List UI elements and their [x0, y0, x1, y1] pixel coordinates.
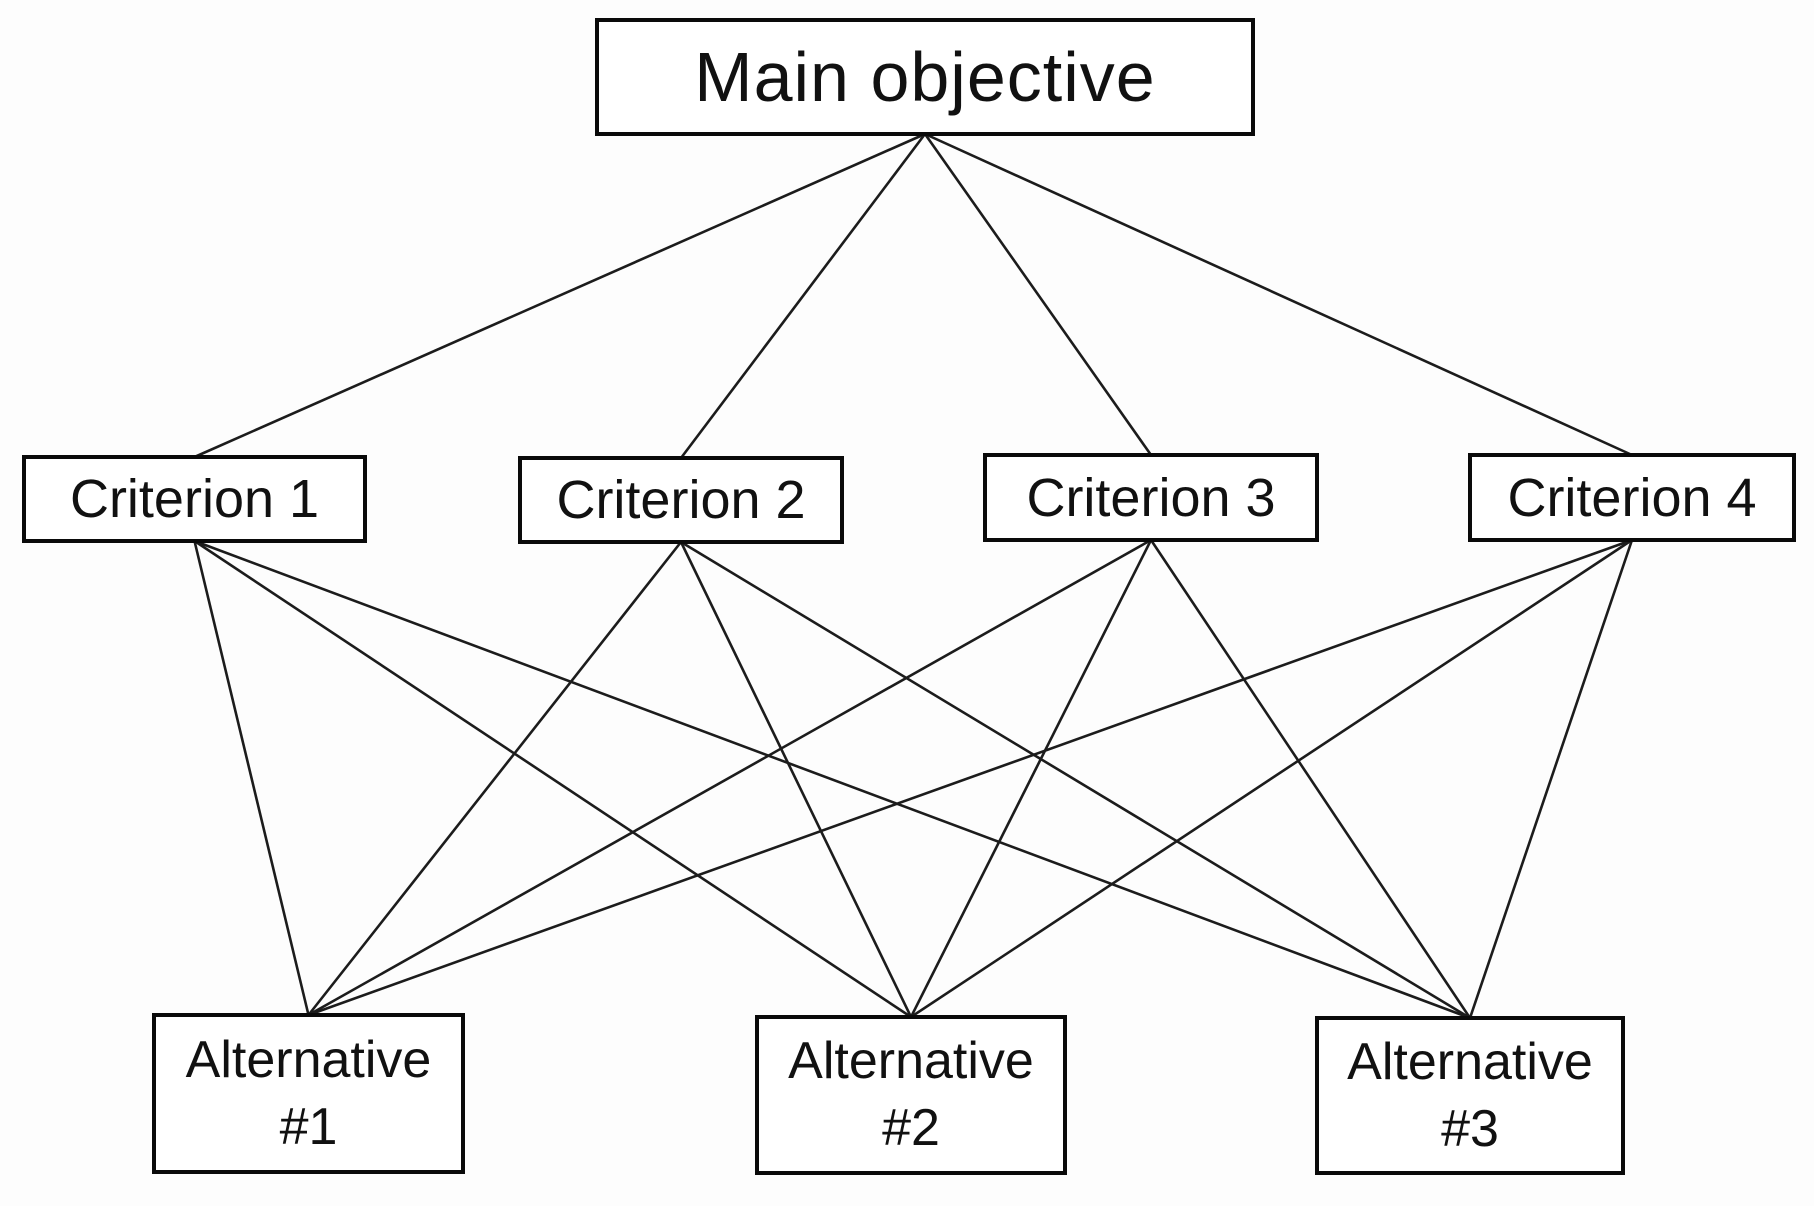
node-label: Alternative	[185, 1030, 432, 1089]
node-alternative-2: Alternative #2	[755, 1015, 1067, 1175]
node-label: Criterion 3	[1026, 467, 1276, 528]
node-criterion-3: Criterion 3	[983, 453, 1319, 542]
node-sublabel: #2	[882, 1099, 940, 1157]
node-criterion-2: Criterion 2	[518, 456, 844, 544]
node-criterion-1: Criterion 1	[22, 455, 367, 543]
node-sublabel: #3	[1441, 1099, 1499, 1158]
node-alternative-3: Alternative #3	[1315, 1016, 1625, 1175]
node-label: Main objective	[694, 38, 1156, 116]
node-label: Criterion 2	[556, 470, 806, 530]
node-alternative-1: Alternative #1	[152, 1013, 465, 1174]
node-label: Criterion 1	[69, 469, 320, 529]
node-label: Alternative	[1347, 1032, 1593, 1091]
node-label: Alternative	[788, 1032, 1034, 1091]
node-label: Criterion 4	[1507, 467, 1757, 528]
node-main-objective: Main objective	[595, 18, 1255, 136]
node-criterion-4: Criterion 4	[1468, 453, 1796, 542]
node-sublabel: #1	[279, 1097, 338, 1156]
